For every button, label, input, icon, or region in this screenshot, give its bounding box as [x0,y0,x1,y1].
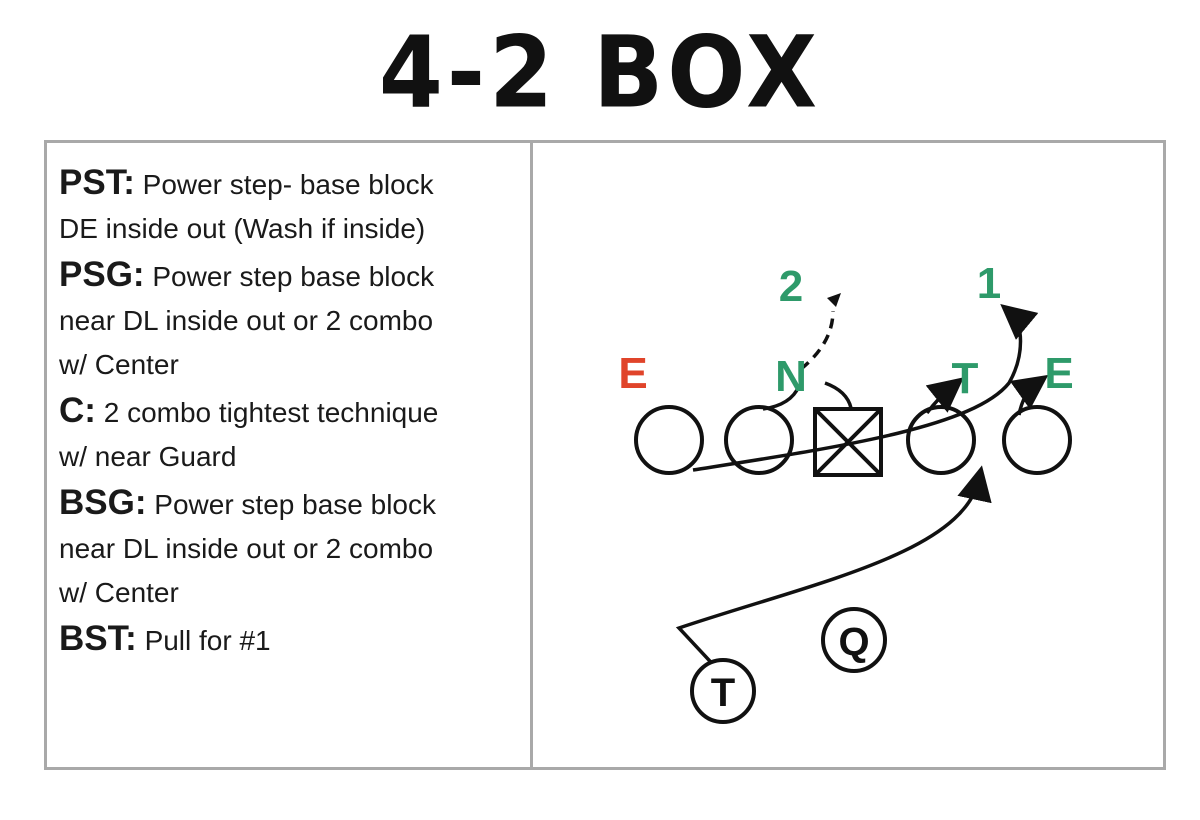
rule-text: Power step- base block DE inside out (Wa… [59,169,434,244]
rule-text: Pull for #1 [144,625,271,656]
rule-label: C: [59,391,96,430]
pst-block-path [1009,374,1049,416]
tailback-path [675,465,992,690]
center-combo-path [824,381,853,409]
rule-bst: BST: Pull for #1 [59,617,519,663]
rule-label: BSG: [59,483,147,522]
rule-text: Power step base block near DL inside out… [59,489,436,608]
defender-end-right: E [1044,349,1073,398]
rule-label: BST: [59,619,137,658]
page-title: 4-2 BOX [378,14,822,131]
blocking-rules: PST: Power step- base block DE inside ou… [59,161,519,665]
tailback-circle [690,658,756,724]
linebacker-2: 2 [779,262,803,311]
psg-block-path [925,377,964,415]
defender-nose: N [775,352,807,401]
offensive-lineman [1002,405,1072,475]
rule-text: Power step base block near DL inside out… [59,261,435,380]
column-divider [530,143,533,767]
offensive-lineman [634,405,704,475]
backer-arrowhead [827,293,841,307]
play-diagram: E N T E 2 1 Q T [618,259,1074,724]
offensive-lineman [906,405,976,475]
quarterback-circle [821,607,887,673]
offensive-lineman [724,405,794,475]
rule-c: C: 2 combo tightest technique w/ near Gu… [59,389,519,479]
combo-path [762,385,801,411]
center-square [813,407,883,477]
pull-block-path [692,304,1039,472]
rule-label: PST: [59,163,135,202]
rule-text: 2 combo tightest technique w/ near Guard [59,397,439,472]
rule-pst: PST: Power step- base block DE inside ou… [59,161,519,251]
center-x-mark [813,407,883,477]
rule-psg: PSG: Power step base block near DL insid… [59,253,519,387]
play-card: PST: Power step- base block DE inside ou… [44,140,1166,770]
defender-end-left: E [618,349,647,398]
rule-label: PSG: [59,255,145,294]
rule-bsg: BSG: Power step base block near DL insid… [59,481,519,615]
tailback-label: T [711,671,735,715]
linebacker-1: 1 [977,259,1001,308]
quarterback-label: Q [838,620,869,664]
defender-tackle: T [952,354,979,403]
combo-to-backer-path [799,310,835,371]
